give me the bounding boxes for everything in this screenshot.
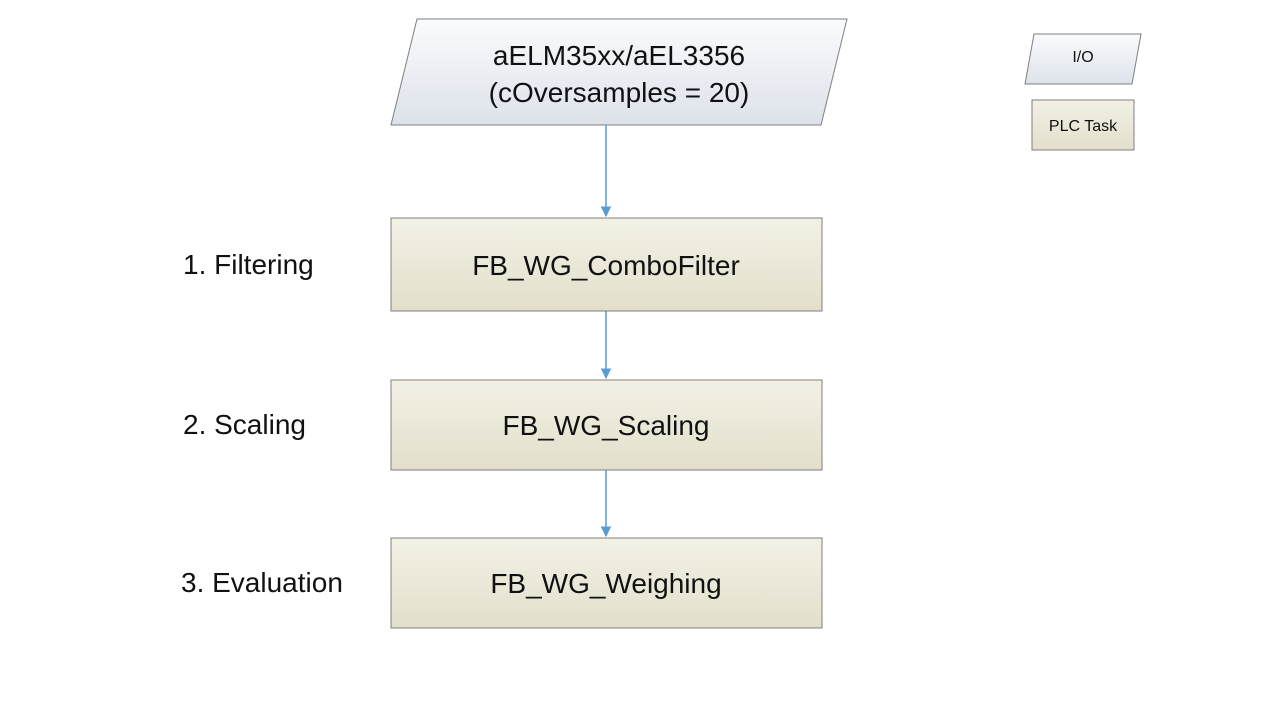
block-combofilter: FB_WG_ComboFilter <box>390 217 823 312</box>
input-node-line1: aELM35xx/aEL3356 <box>493 40 745 71</box>
input-node-shape <box>390 18 848 126</box>
legend: I/O PLC Task <box>1024 33 1142 151</box>
step-label-evaluation: 3. Evaluation <box>181 567 343 598</box>
input-node-line2: (cOversamples = 20) <box>489 77 750 108</box>
block-weighing-label: FB_WG_Weighing <box>490 568 721 599</box>
input-node: aELM35xx/aEL3356 (cOversamples = 20) <box>390 18 848 126</box>
block-scaling-label: FB_WG_Scaling <box>503 410 710 441</box>
legend-io-shape <box>1024 33 1142 85</box>
step-label-filtering: 1. Filtering <box>183 249 314 280</box>
legend-io-label: I/O <box>1072 49 1093 66</box>
block-scaling-shape <box>390 379 823 471</box>
block-combofilter-label: FB_WG_ComboFilter <box>472 250 740 281</box>
legend-plc-label: PLC Task <box>1049 118 1118 135</box>
step-label-scaling: 2. Scaling <box>183 409 306 440</box>
block-weighing: FB_WG_Weighing <box>390 537 823 629</box>
legend-plc-shape <box>1031 99 1135 151</box>
block-scaling: FB_WG_Scaling <box>390 379 823 471</box>
block-combofilter-shape <box>390 217 823 312</box>
block-weighing-shape <box>390 537 823 629</box>
